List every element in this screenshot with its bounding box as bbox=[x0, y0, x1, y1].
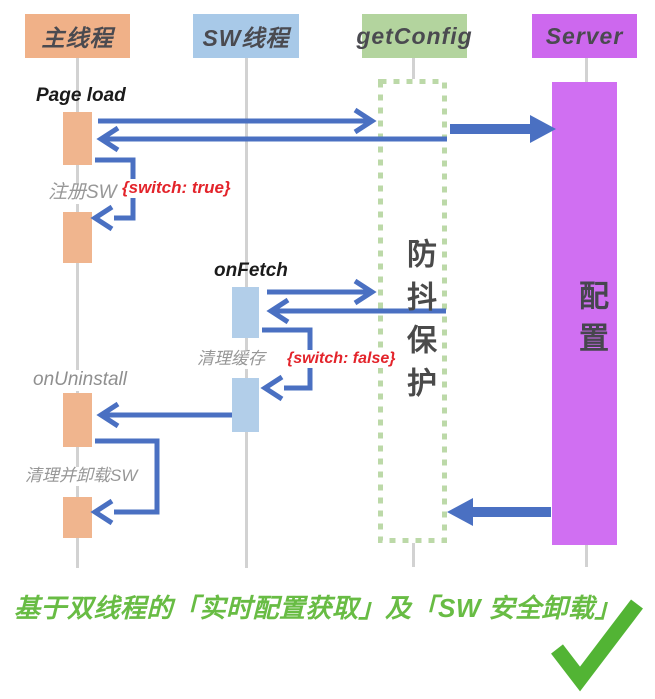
activation-sw-2 bbox=[232, 378, 259, 432]
lane-header-server-label: Server bbox=[545, 22, 624, 49]
server-config-activation bbox=[552, 82, 617, 545]
label-cleanup-uninstall-sw: 清理并卸载SW bbox=[23, 466, 140, 486]
activation-sw-1 bbox=[232, 287, 259, 338]
label-register-sw: 注册SW bbox=[46, 182, 119, 204]
label-switch-true: {switch: true} bbox=[120, 178, 233, 198]
activation-main-1 bbox=[63, 112, 92, 165]
note-debounce-guard: 防抖保护 bbox=[402, 238, 435, 410]
lane-header-sw-thread-label: SW线程 bbox=[202, 25, 290, 51]
lane-header-getconfig-label: getConfig bbox=[356, 22, 473, 49]
diagram-caption: 基于双线程的「实时配置获取」及「SW 安全卸载」 bbox=[14, 593, 622, 623]
label-page-load: Page load bbox=[36, 85, 126, 106]
arrow-getconfig-to-server-thick bbox=[450, 115, 556, 143]
lane-header-main-thread-label: 主线程 bbox=[41, 25, 114, 51]
lane-header-main-thread: 主线程 bbox=[25, 14, 130, 58]
label-clear-cache: 清理缓存 bbox=[195, 349, 267, 369]
label-on-fetch: onFetch bbox=[214, 260, 288, 281]
activation-main-2 bbox=[63, 212, 92, 263]
lane-header-getconfig: getConfig bbox=[356, 14, 472, 58]
lane-header-sw-thread: SW线程 bbox=[193, 14, 299, 58]
lifeline-main-thread bbox=[76, 57, 79, 568]
activation-main-3 bbox=[63, 393, 92, 447]
lifeline-server-top bbox=[585, 57, 588, 83]
lifeline-getconfig-top bbox=[412, 57, 415, 80]
lifeline-server-bottom bbox=[585, 545, 588, 567]
arrow-main-to-getconfig bbox=[98, 107, 377, 135]
label-on-uninstall: onUninstall bbox=[31, 369, 129, 391]
label-switch-false: {switch: false} bbox=[285, 350, 398, 368]
arrow-sw-to-main bbox=[96, 401, 232, 429]
lane-header-server: Server bbox=[532, 14, 637, 58]
arrow-server-to-getconfig-thick bbox=[447, 498, 551, 526]
lifeline-getconfig-bottom bbox=[412, 543, 415, 567]
activation-main-4 bbox=[63, 497, 92, 538]
note-config: 配置 bbox=[574, 280, 607, 364]
arrow-sw-to-getconfig bbox=[267, 278, 377, 306]
